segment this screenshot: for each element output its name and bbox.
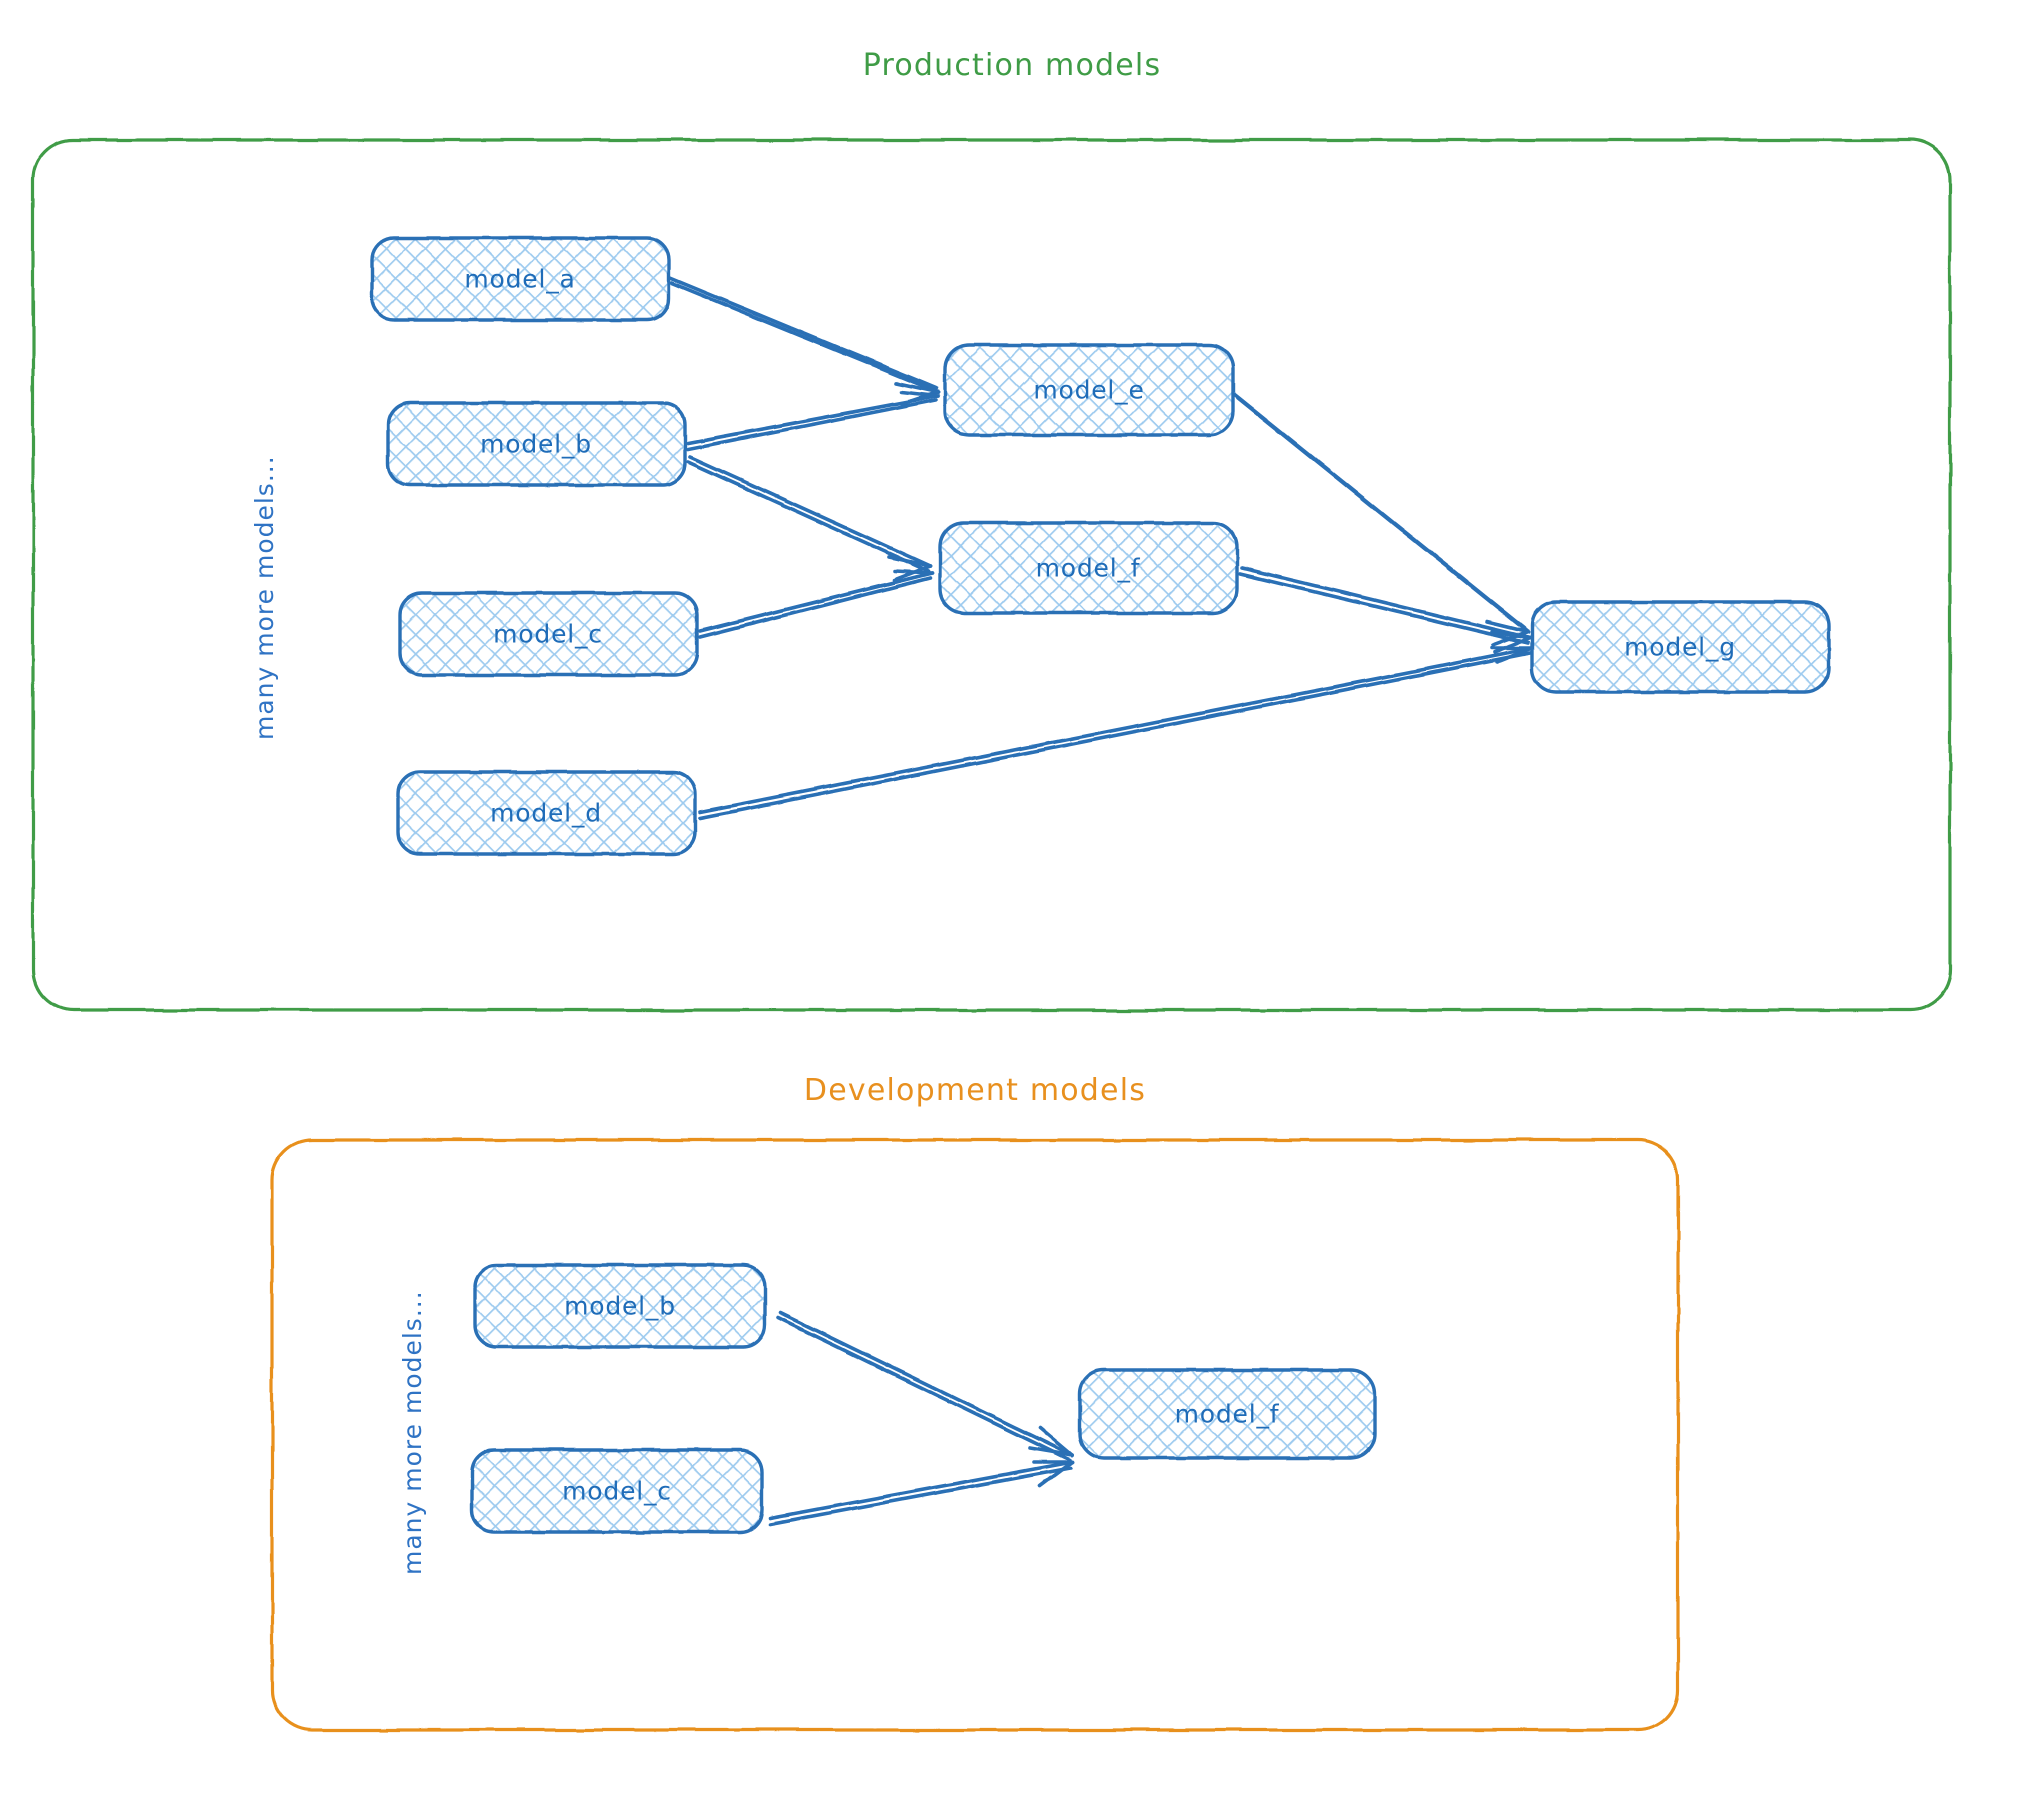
- node-model_c[interactable]: [398, 591, 699, 677]
- production-edges: [668, 276, 1534, 820]
- edge-model_b-model_f: [686, 455, 932, 582]
- development-edges: [768, 1311, 1074, 1526]
- node-model_d[interactable]: [396, 770, 697, 856]
- edge-dev_model_b-dev_model_f: [776, 1311, 1074, 1462]
- node-dev_model_b[interactable]: [473, 1263, 767, 1349]
- node-model_f[interactable]: [938, 521, 1239, 615]
- development-side-note: many more models...: [398, 1290, 427, 1575]
- node-model_b[interactable]: [386, 401, 687, 487]
- edge-model_c-model_f: [698, 569, 934, 639]
- edge-model_d-model_g: [698, 646, 1534, 820]
- production-nodes: [370, 236, 1831, 856]
- edge-dev_model_c-dev_model_f: [768, 1460, 1074, 1526]
- production-side-note: many more models...: [250, 455, 279, 740]
- development-nodes: [470, 1263, 1377, 1534]
- node-model_e[interactable]: [943, 343, 1235, 437]
- node-dev_model_f[interactable]: [1078, 1368, 1377, 1460]
- edge-model_a-model_e: [668, 276, 940, 406]
- edge-model_b-model_e: [686, 390, 940, 451]
- production-group-title: Production models: [862, 48, 1162, 83]
- node-dev_model_c[interactable]: [470, 1448, 764, 1534]
- development-group-title: Development models: [803, 1073, 1147, 1108]
- production-group-container: [31, 138, 1952, 1012]
- edge-model_f-model_g: [1238, 566, 1532, 654]
- node-model_a[interactable]: [370, 236, 671, 322]
- node-model_g[interactable]: [1530, 600, 1831, 694]
- development-group-container: [270, 1138, 1680, 1732]
